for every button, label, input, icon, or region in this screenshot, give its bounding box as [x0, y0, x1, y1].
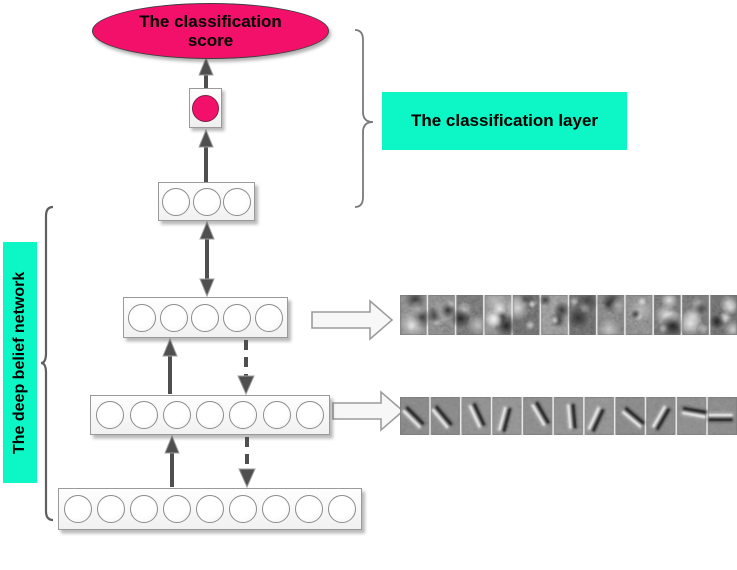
- score-ellipse-line1: The classification: [139, 12, 282, 31]
- neuron-circle: [159, 303, 188, 332]
- neuron-circle: [96, 401, 125, 429]
- arrow-dashed-down-layer1-to-input: [238, 437, 256, 489]
- neuron-circle: [223, 303, 252, 332]
- neuron-circle: [64, 495, 92, 523]
- neuron-circle: [192, 187, 221, 216]
- neuron-circle: [295, 495, 323, 523]
- hidden-layer-3-box: [158, 182, 255, 221]
- neuron-circle: [196, 401, 224, 429]
- neuron-circle: [255, 303, 284, 332]
- label-deep-belief-network: The deep belief network: [3, 242, 37, 483]
- neuron-circle: [163, 495, 191, 523]
- classifier-unit-box: [189, 88, 222, 128]
- hidden-layer-2-box: [123, 297, 288, 338]
- brace-deep-belief-network: [40, 205, 54, 522]
- neuron-circle: [229, 495, 257, 523]
- arrow-dashed-down-layer2-to-layer1: [237, 340, 255, 396]
- neuron-circle: [196, 495, 224, 523]
- arrow-up-layer1-to-layer2: [162, 337, 178, 394]
- neuron-circle: [130, 495, 158, 523]
- neuron-circle: [97, 495, 125, 523]
- classification-score-ellipse: The classification score: [92, 3, 329, 59]
- filter-strip-layer1-features: [400, 397, 737, 435]
- arrow-up-input-to-layer1: [164, 434, 180, 487]
- filter-strip-layer2-features: [400, 295, 737, 335]
- score-ellipse-line2: score: [187, 31, 234, 50]
- block-arrow-layer1-filters: [332, 390, 405, 432]
- neuron-circle: [328, 495, 356, 523]
- neuron-circle: [161, 187, 190, 216]
- brace-classification-layer: [354, 29, 374, 208]
- neuron-circle: [262, 495, 290, 523]
- block-arrow-layer2-filters: [311, 299, 394, 341]
- hidden-layer-1-box: [90, 395, 330, 435]
- neuron-circle: [229, 401, 258, 429]
- arrow-up-unit-to-score: [198, 56, 214, 88]
- neuron-circle: [162, 401, 191, 429]
- classifier-neuron: [192, 94, 219, 122]
- label-classification-layer: The classification layer: [382, 92, 627, 150]
- input-layer-box: [58, 488, 362, 530]
- arrow-double-layer3-layer2: [199, 220, 215, 298]
- neuron-circle: [223, 187, 252, 216]
- neuron-circle: [127, 303, 156, 332]
- neuron-circle: [262, 401, 291, 429]
- neuron-circle: [295, 401, 324, 429]
- neuron-circle: [191, 303, 220, 332]
- neuron-circle: [129, 401, 158, 429]
- arrow-up-layer3-to-unit: [198, 128, 214, 182]
